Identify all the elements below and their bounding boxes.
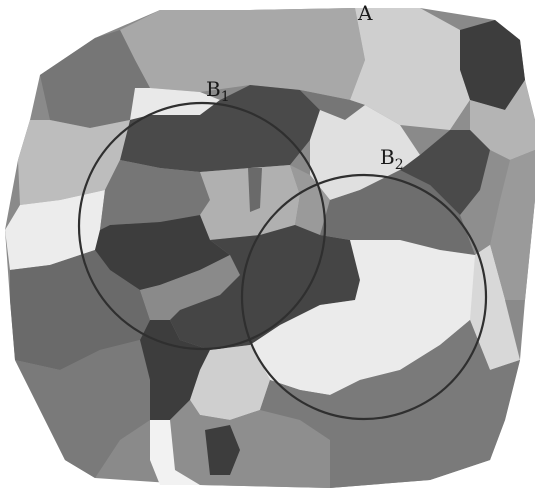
grain-right-edge bbox=[490, 150, 535, 300]
grain-b2-dark-small bbox=[400, 130, 490, 215]
grain-upper-center-dark bbox=[120, 85, 320, 172]
grain-center-right-pale bbox=[310, 105, 420, 200]
grain-top-light bbox=[120, 8, 365, 100]
grain-b2-upper-mid bbox=[320, 155, 475, 255]
grain-b2-pale-center bbox=[250, 240, 505, 395]
label-b2-main: B bbox=[380, 145, 395, 169]
grain-b1-lower-mid bbox=[140, 255, 240, 320]
grain-bottom-dark-small bbox=[205, 425, 240, 475]
label-a: A bbox=[357, 1, 373, 25]
grain-upper-center-pale bbox=[130, 88, 220, 120]
grain-left-light bbox=[18, 120, 130, 205]
label-b2: B2 bbox=[380, 145, 404, 173]
grain-bottom-left bbox=[15, 340, 150, 478]
grain-b1-right-strip bbox=[290, 165, 330, 235]
label-b2-subscript: 2 bbox=[395, 157, 404, 173]
grain-b2-right-pale bbox=[470, 245, 520, 370]
grain-overlap-dark bbox=[170, 225, 360, 350]
grain-bottom-white bbox=[150, 420, 200, 485]
grain-b1-lower-dark bbox=[95, 215, 230, 290]
grain-bottom-right bbox=[260, 320, 520, 488]
grain-top-right-dark bbox=[460, 20, 525, 110]
grain-left-mid bbox=[10, 250, 150, 370]
grain-top-right-pale bbox=[350, 8, 470, 130]
grain-b1-mid bbox=[100, 160, 210, 230]
grain-b1-notch bbox=[248, 168, 262, 212]
grain-right-light bbox=[470, 80, 535, 160]
grain-top-left-dark bbox=[40, 30, 150, 128]
grain-bottom-center-dark bbox=[140, 320, 210, 420]
label-b1-subscript: 1 bbox=[221, 89, 230, 105]
grain-center-top-right bbox=[300, 90, 365, 120]
circle-b2 bbox=[240, 173, 488, 421]
label-b1-main: B bbox=[206, 77, 221, 101]
circle-b1 bbox=[77, 101, 327, 351]
label-b1: B1 bbox=[206, 77, 230, 105]
grain-bottom-center-light bbox=[190, 345, 270, 420]
